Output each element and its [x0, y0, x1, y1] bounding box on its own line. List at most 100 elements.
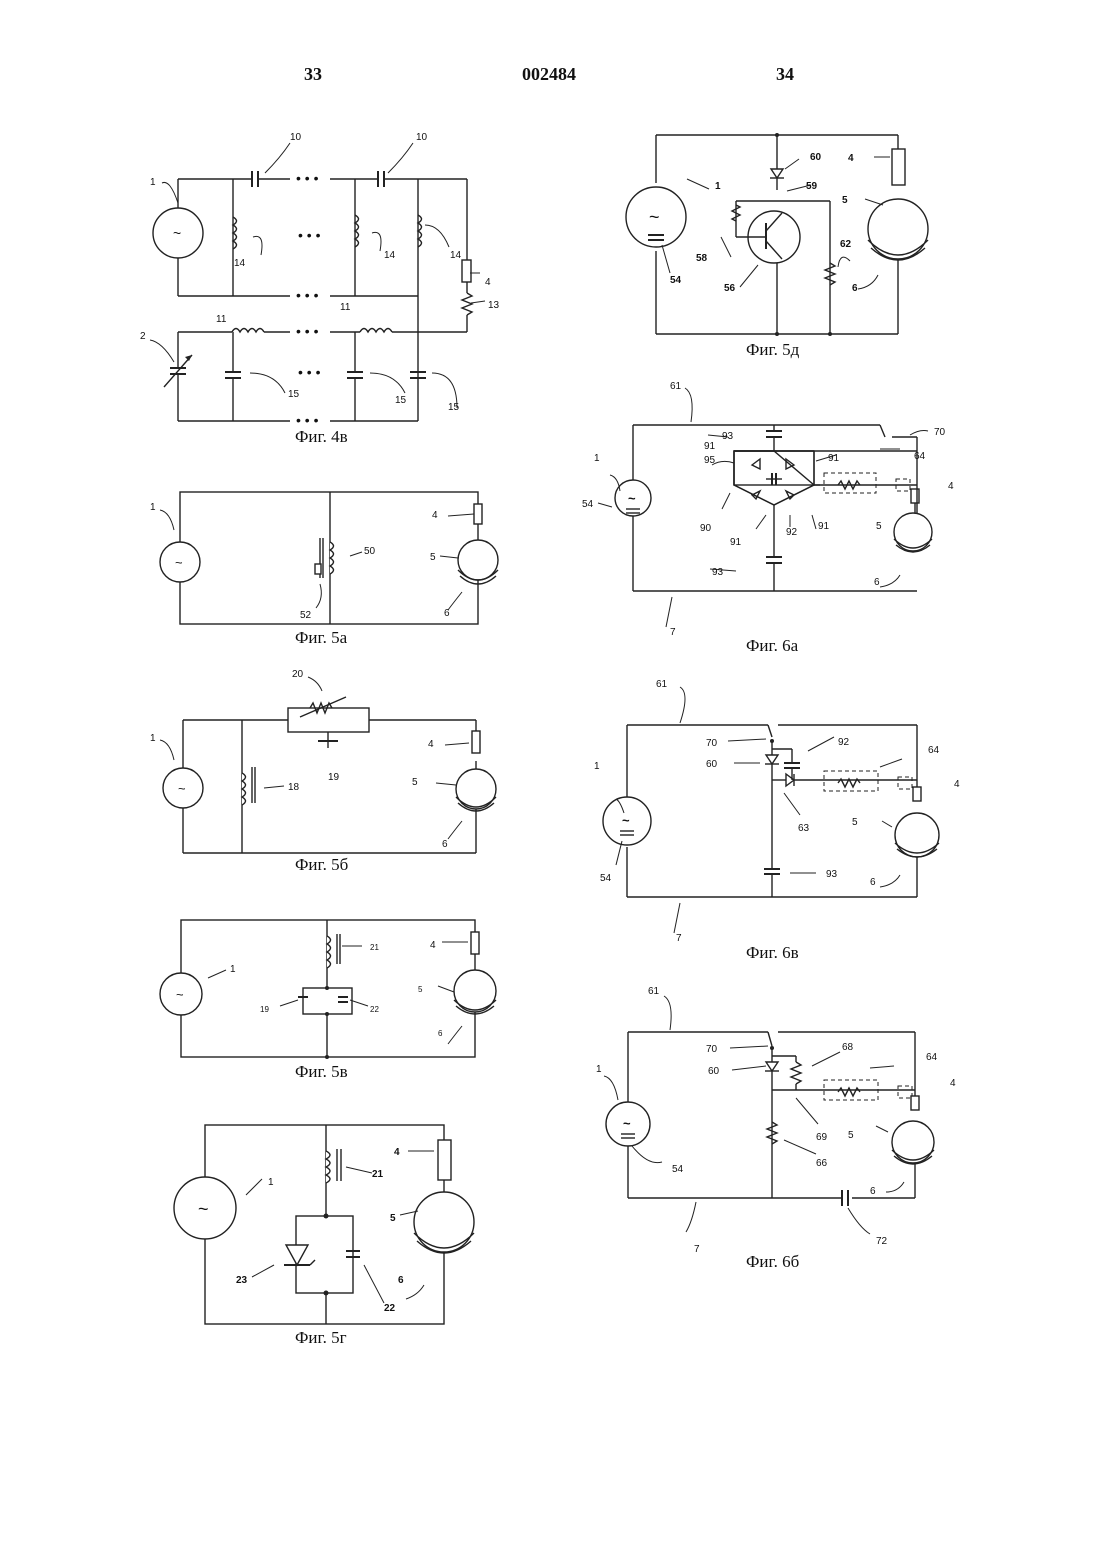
wire-segment [880, 759, 902, 767]
wire-segment [824, 771, 878, 791]
wire-segment [752, 459, 760, 469]
label-6: 6 [852, 283, 858, 294]
label-15: 15 [288, 389, 300, 400]
label-72: 72 [876, 1236, 888, 1247]
label-4: 4 [848, 153, 854, 164]
symbol-glyph: • • • [296, 170, 319, 186]
wire-segment [868, 199, 928, 259]
wire-segment [880, 575, 900, 587]
label-7: 7 [676, 933, 682, 944]
wire-segment [360, 329, 392, 333]
document-number: 002484 [522, 64, 576, 85]
wire-segment [838, 779, 860, 787]
wire-segment [674, 903, 680, 933]
wire-segment [265, 143, 290, 173]
wire-segment [242, 773, 246, 805]
label-64: 64 [928, 745, 940, 756]
symbol-glyph: ~ [175, 555, 183, 570]
label-50: 50 [364, 546, 376, 557]
caption-fig-6b: Фиг. 6б [746, 1252, 799, 1272]
wire-segment [894, 513, 932, 551]
wire-segment [162, 182, 178, 203]
label-4: 4 [432, 510, 438, 521]
label-5: 5 [876, 521, 882, 532]
wire-segment [734, 451, 814, 505]
label-93: 93 [826, 869, 838, 880]
wire-segment [775, 332, 779, 336]
label-59: 59 [806, 181, 818, 192]
circuit-5v: ~ 1 19 21 22 4 5 6 [140, 908, 510, 1068]
wire-segment [448, 1026, 462, 1044]
label-4: 4 [428, 739, 434, 750]
label-19: 19 [328, 772, 340, 783]
label-5: 5 [842, 195, 848, 206]
caption-fig-6v: Фиг. 6в [746, 943, 799, 963]
wire-segment [160, 510, 174, 530]
label-5: 5 [418, 985, 423, 994]
circuit-5d: ~ 1 60 59 58 56 62 54 4 5 6 [610, 125, 930, 340]
figure-6a: ~ 61 70 93 95 91 91 64 1 54 90 91 92 91 … [580, 375, 970, 645]
wire-segment [848, 1208, 870, 1234]
label-6: 6 [438, 1029, 443, 1038]
wire-segment [785, 159, 799, 169]
label-70: 70 [706, 738, 718, 749]
figure-6b: ~ 61 70 60 68 64 4 69 66 1 54 5 6 7 72 [580, 982, 970, 1257]
symbol-glyph: • • • [298, 227, 321, 243]
label-5: 5 [848, 1130, 854, 1141]
wire-segment [796, 1098, 818, 1124]
wire-segment [858, 275, 878, 289]
wire-segment [771, 169, 783, 178]
wire-segment [436, 783, 456, 785]
label-11: 11 [216, 314, 227, 325]
wire-segment [898, 777, 912, 789]
label-10: 10 [290, 132, 302, 143]
circuit-5b: ~ 20 19 18 1 4 5 6 [140, 665, 510, 860]
wire-segment [471, 301, 485, 303]
label-61: 61 [670, 381, 682, 392]
wire-segment [892, 1121, 934, 1163]
label-70: 70 [934, 427, 946, 438]
label-1: 1 [594, 453, 600, 464]
label-18: 18 [288, 782, 300, 793]
label-6: 6 [442, 839, 448, 850]
wire-segment [438, 986, 454, 992]
wire-segment [728, 739, 766, 741]
wire-segment [895, 813, 939, 857]
label-1: 1 [150, 502, 156, 513]
wire-segment [784, 793, 800, 815]
circuit-6a: ~ 61 70 93 95 91 91 64 1 54 90 91 92 91 … [580, 375, 970, 640]
wire-segment [252, 1265, 274, 1277]
wire-segment [812, 1052, 840, 1066]
wire-segment [880, 425, 885, 437]
wire-segment [734, 451, 814, 485]
caption-fig-5a: Фиг. 5а [295, 628, 347, 648]
wire-segment [786, 774, 794, 786]
figure-5a: ~ 1 4 5 6 50 52 [140, 480, 510, 635]
figure-6v: ~ 61 70 60 92 63 64 4 1 54 93 5 6 7 [580, 675, 970, 945]
wire-segment [664, 996, 671, 1030]
wire-segment [666, 597, 672, 627]
wire-segment [350, 552, 362, 556]
wire-segment [325, 1055, 329, 1059]
wire-segment [766, 1062, 778, 1071]
label-92: 92 [838, 737, 850, 748]
label-13: 13 [488, 300, 500, 311]
wire-segment [414, 1192, 474, 1252]
label-95: 95 [704, 455, 716, 466]
wire-segment [346, 1167, 372, 1173]
wire-segment [208, 970, 226, 978]
wire-segment [448, 592, 462, 610]
label-1: 1 [268, 1177, 274, 1188]
wire-segment [472, 731, 480, 753]
wire-segment [838, 257, 850, 267]
wire-segment [326, 1151, 330, 1183]
wire-segment [892, 149, 905, 185]
label-5: 5 [390, 1213, 396, 1224]
wire-segment [686, 1202, 696, 1232]
figure-4v: ~ • • • • • • • • • • • • • • • • • • [130, 125, 510, 435]
label-21: 21 [372, 1169, 384, 1180]
wire-segment [662, 245, 670, 273]
wire-segment [911, 1096, 919, 1110]
label-4: 4 [954, 779, 960, 790]
label-54: 54 [600, 873, 612, 884]
